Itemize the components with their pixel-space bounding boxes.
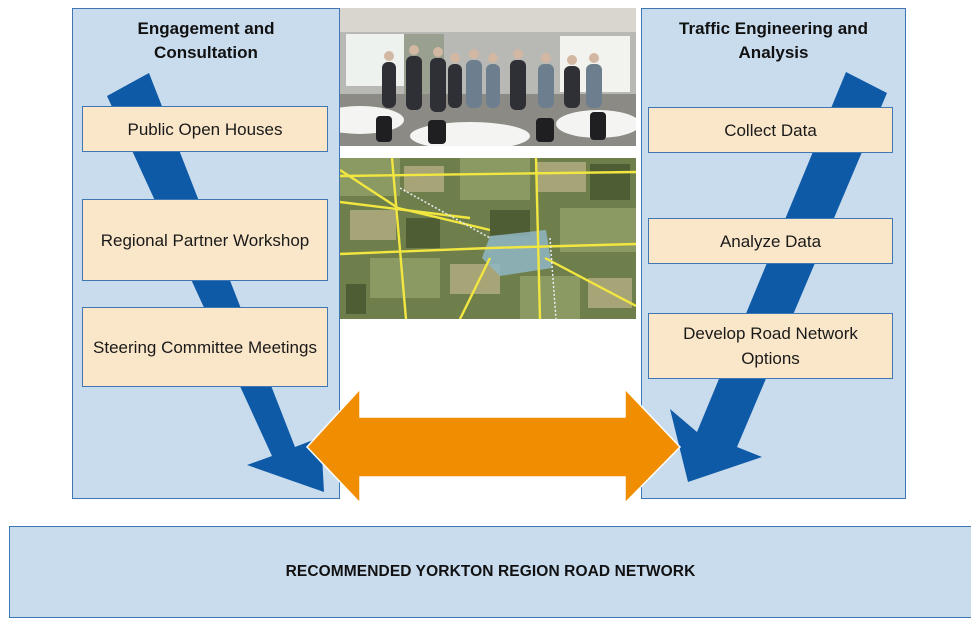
recommended-network-label: RECOMMENDED YORKTON REGION ROAD NETWORK	[285, 563, 696, 580]
item-regional-partner-workshop: Regional Partner Workshop	[82, 199, 328, 281]
item-public-open-houses: Public Open Houses	[82, 106, 328, 152]
aerial-road-map	[340, 158, 636, 319]
meeting-photo	[340, 8, 636, 146]
orange-double-arrow	[305, 387, 682, 505]
item-develop-road-network-options: Develop Road Network Options	[648, 313, 893, 379]
item-analyze-data: Analyze Data	[648, 218, 893, 264]
item-collect-data: Collect Data	[648, 107, 893, 153]
left-blue-arrow	[107, 73, 324, 492]
engagement-panel-title: Engagement and Consultation	[137, 19, 275, 62]
traffic-panel-title: Traffic Engineering and Analysis	[679, 19, 868, 62]
item-steering-committee-meetings: Steering Committee Meetings	[82, 307, 328, 387]
right-blue-arrow	[670, 72, 887, 482]
